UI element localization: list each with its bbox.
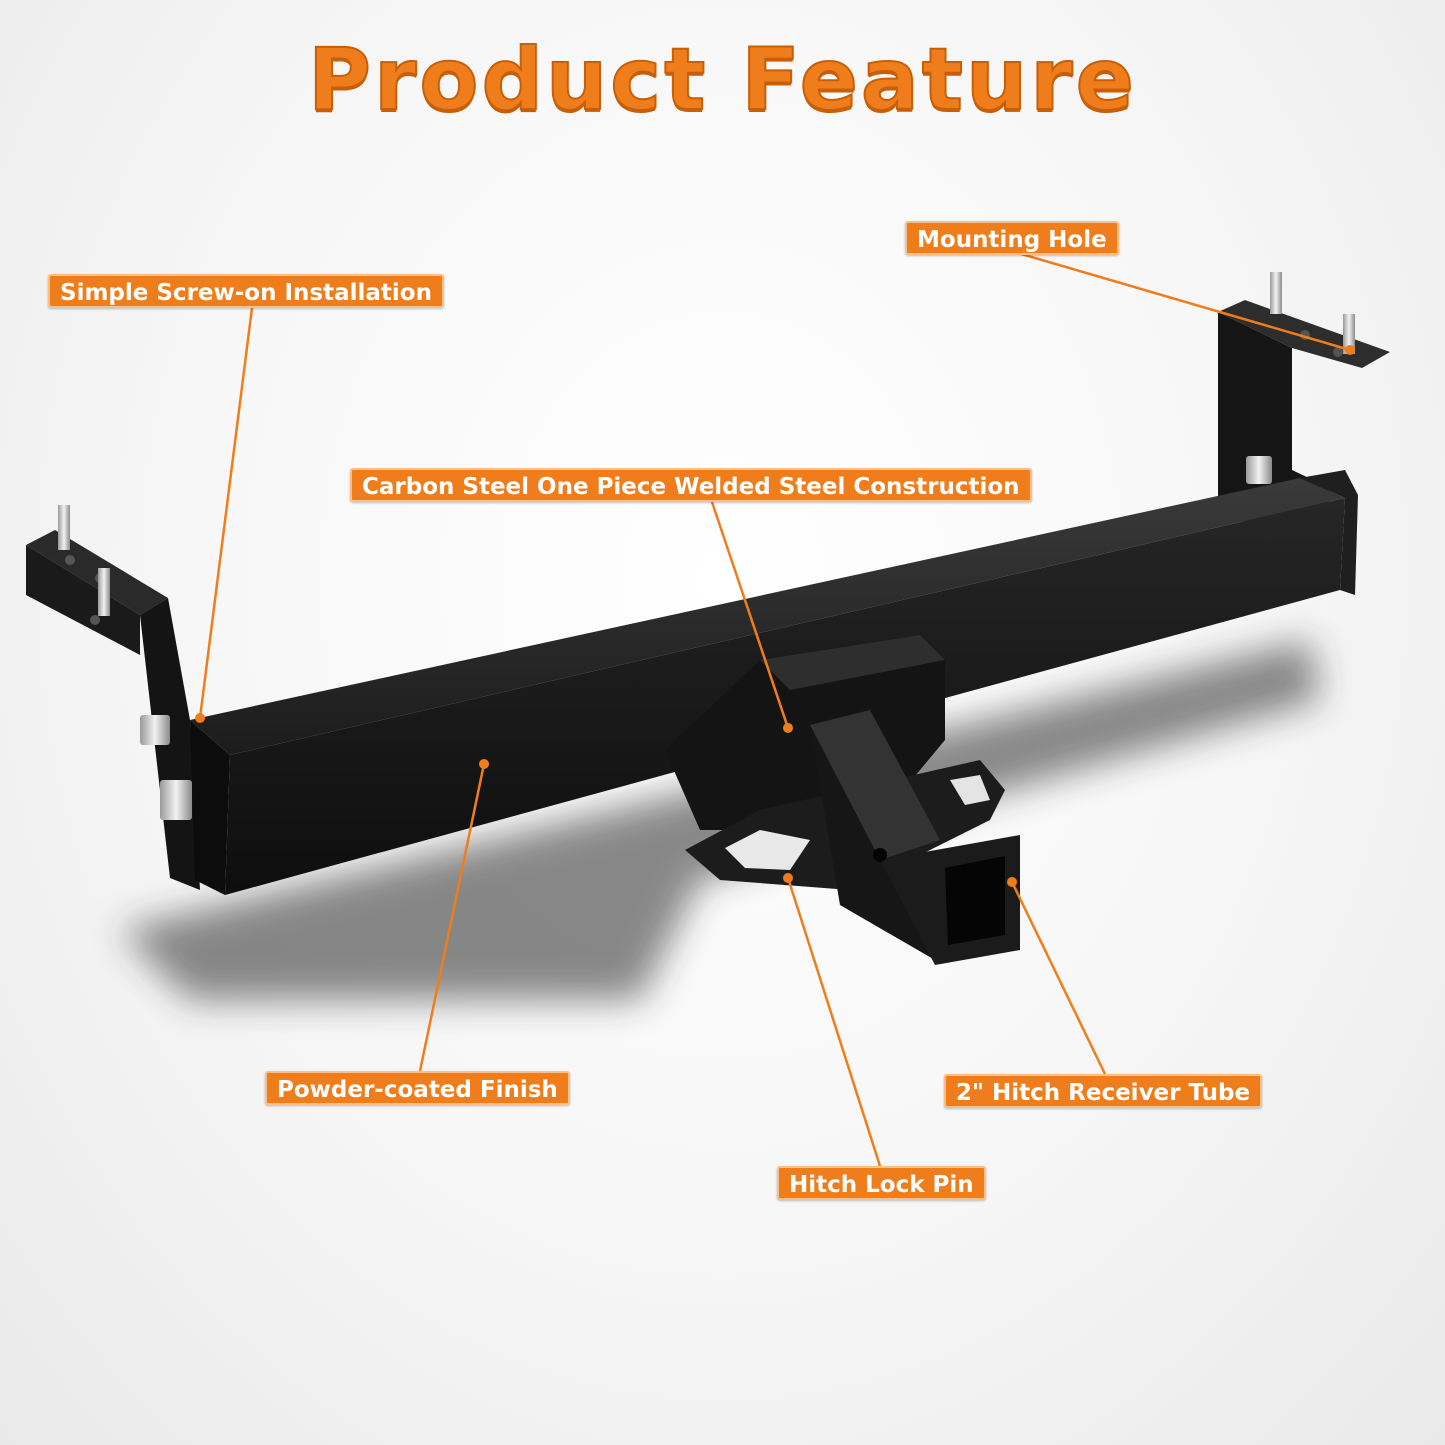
- bolt-nut: [1246, 456, 1272, 484]
- label-receiver-tube: 2" Hitch Receiver Tube: [944, 1074, 1263, 1108]
- label-carbon-steel-construction: Carbon Steel One Piece Welded Steel Cons…: [350, 468, 1032, 502]
- bolt-stud: [58, 505, 70, 550]
- label-hitch-lock-pin: Hitch Lock Pin: [777, 1166, 986, 1200]
- callout-dot: [783, 873, 793, 883]
- left-mounting-bracket: [26, 505, 200, 890]
- label-mounting-hole: Mounting Hole: [905, 221, 1119, 255]
- callout-dot: [1345, 345, 1355, 355]
- label-screw-on-installation: Simple Screw-on Installation: [48, 274, 444, 308]
- callout-dot: [195, 713, 205, 723]
- bolt-nut: [140, 715, 170, 745]
- leader-lines: [198, 251, 1351, 1167]
- page-title: Product Feature: [307, 29, 1138, 131]
- bolt-nut: [160, 780, 192, 820]
- callout-dot: [783, 723, 793, 733]
- label-powder-coated-finish: Powder-coated Finish: [265, 1071, 570, 1105]
- receiver-tube: [810, 710, 1020, 965]
- callout-dots: [195, 345, 1355, 887]
- pin-hole: [873, 848, 887, 862]
- bolt-stud: [1270, 272, 1282, 314]
- bolt-stud: [1343, 314, 1355, 354]
- bolt-stud: [98, 568, 110, 616]
- callout-dot: [1007, 877, 1017, 887]
- callout-dot: [479, 759, 489, 769]
